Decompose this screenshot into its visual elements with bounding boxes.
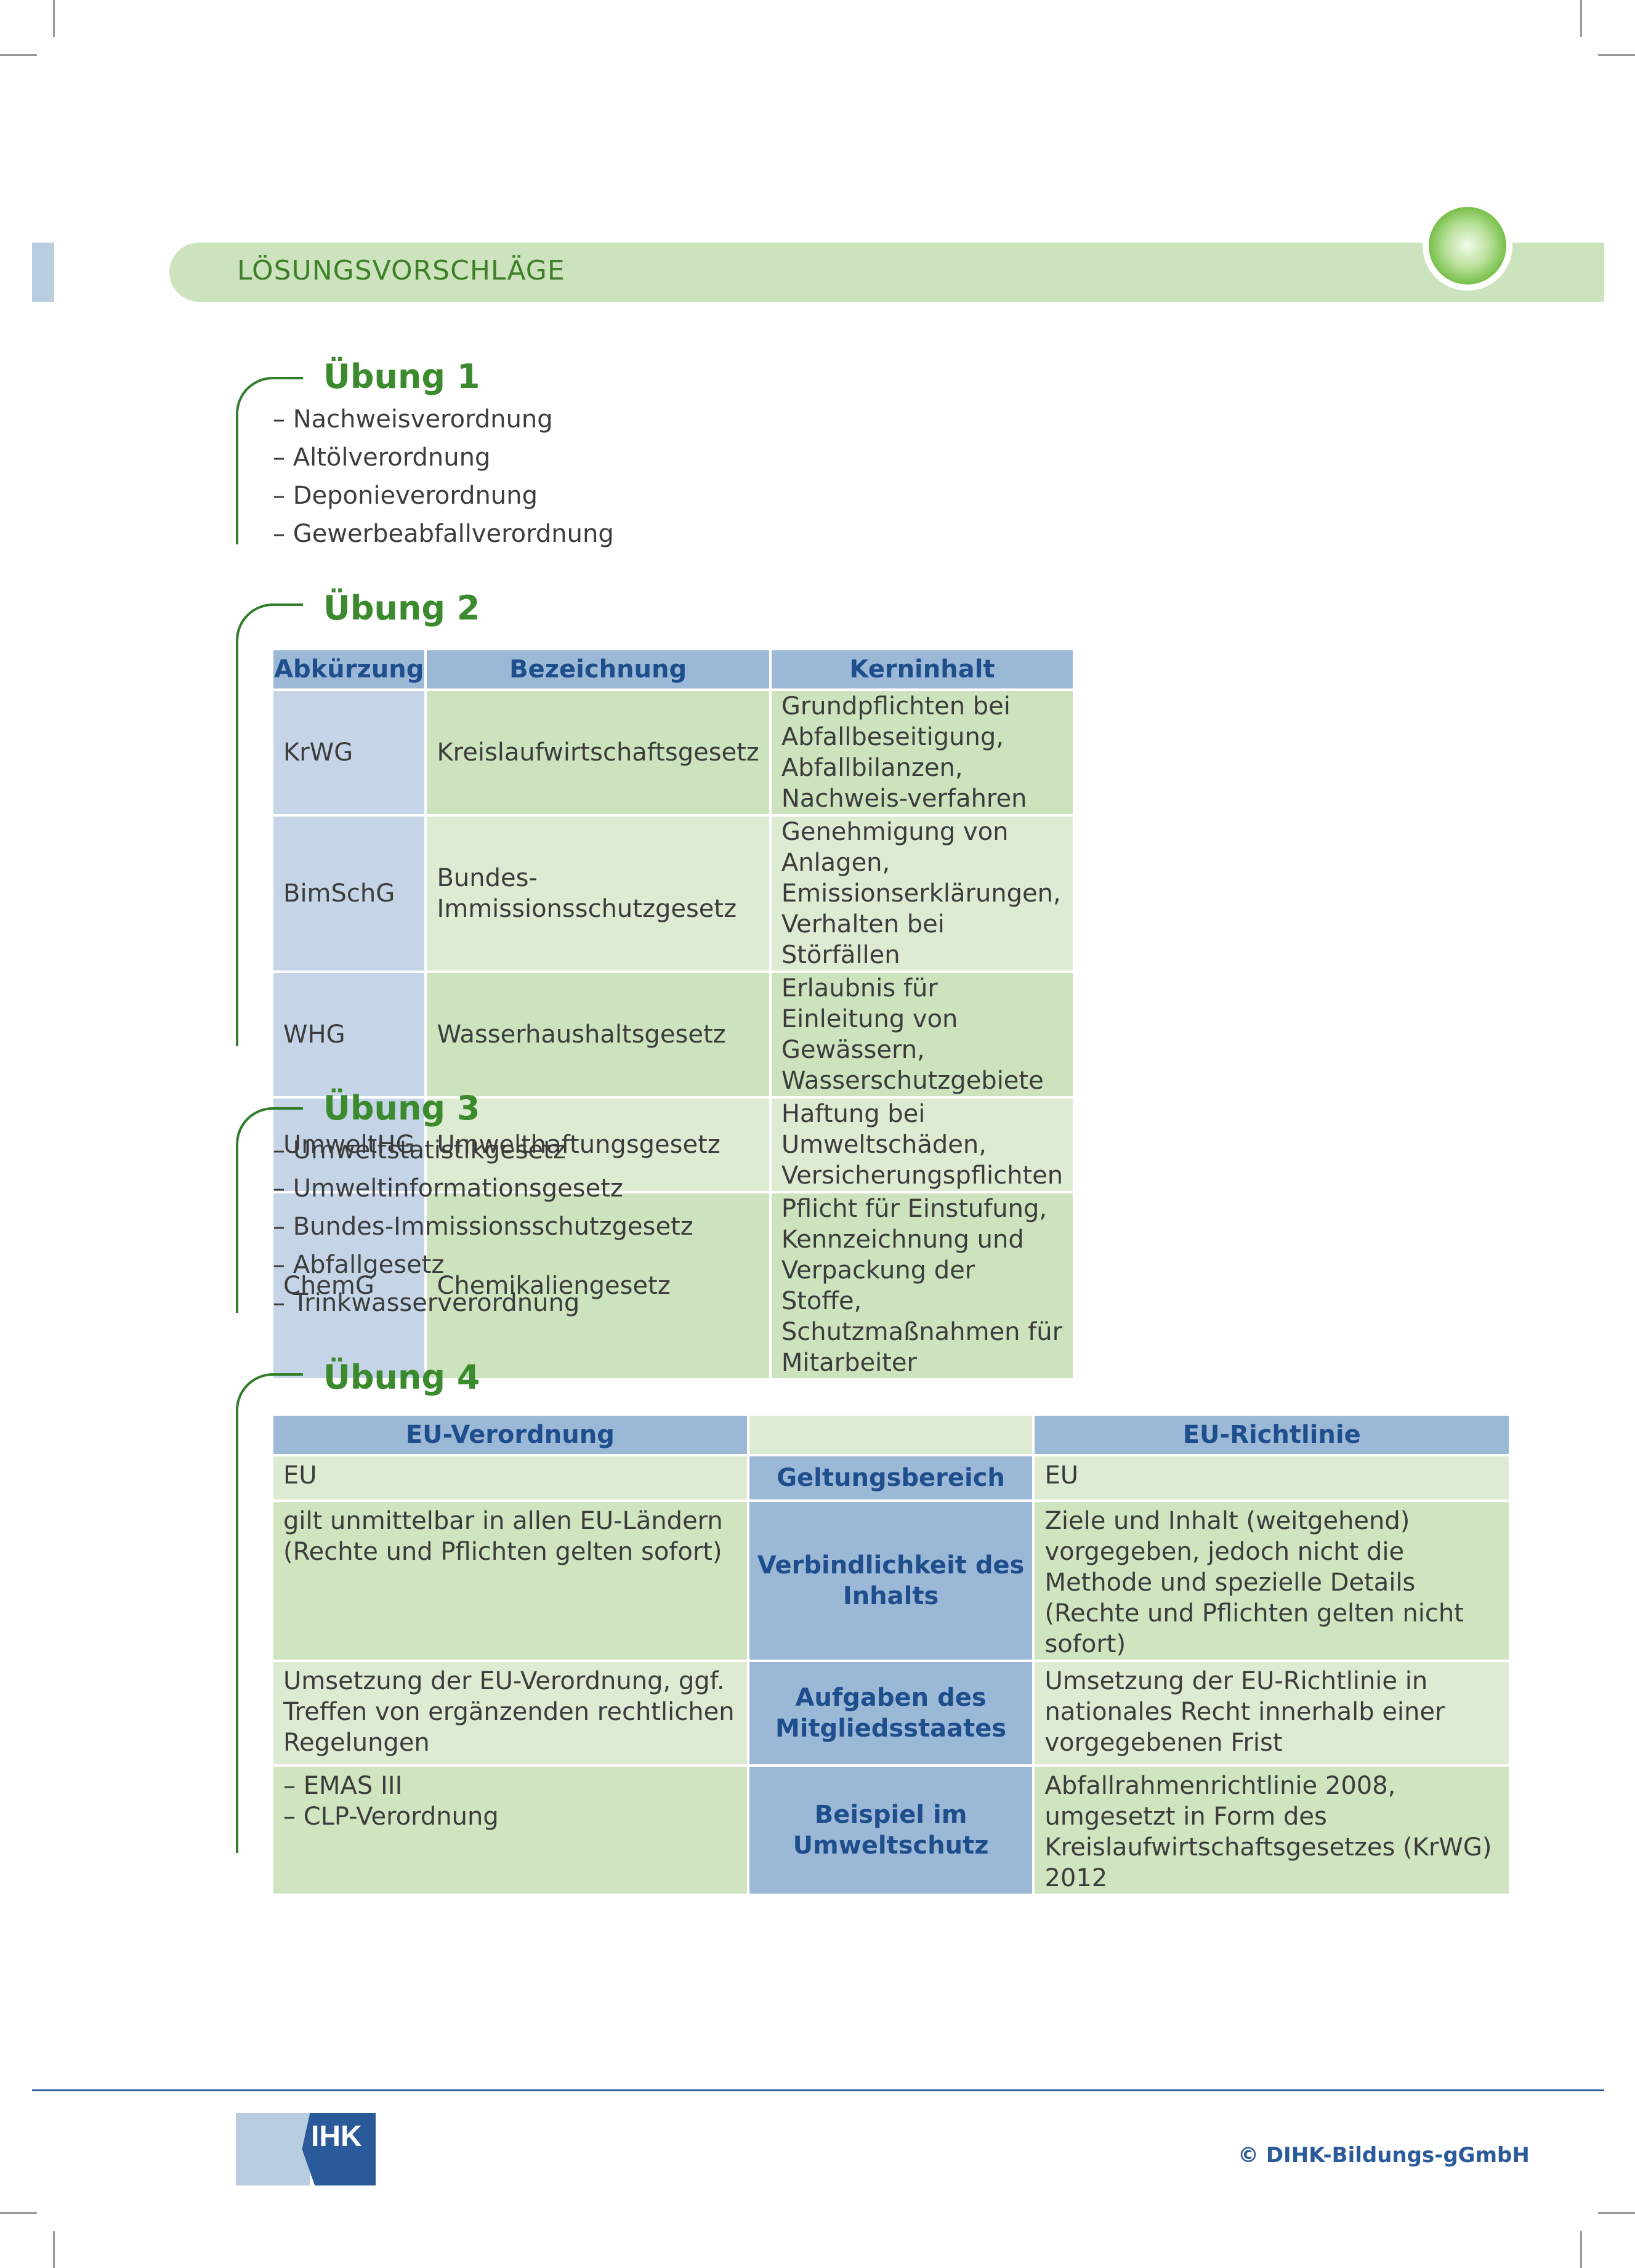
column-header: Abkürzung <box>273 650 425 688</box>
regulation-cell: – EMAS III – CLP-Verordnung <box>273 1767 747 1894</box>
table-row: – EMAS III – CLP-Verordnung Beispiel im … <box>273 1767 1509 1894</box>
name-cell: Bundes-Immissionsschutzgesetz <box>427 817 769 971</box>
directive-cell: EU <box>1035 1456 1509 1499</box>
regulation-cell: Umsetzung der EU-Verordnung, ggf. Treffe… <box>273 1662 747 1764</box>
name-cell: Chemikaliengesetz <box>427 1193 769 1378</box>
page-title: LÖSUNGSVORSCHLÄGE <box>237 255 565 286</box>
crop-mark <box>0 2212 37 2214</box>
list-item: – Umweltinformationsgesetz <box>273 1174 623 1203</box>
column-header: EU-Verordnung <box>273 1416 747 1454</box>
list-item: – Abfallgesetz <box>273 1251 445 1279</box>
name-cell: Wasserhaushaltsgesetz <box>427 973 769 1096</box>
directive-cell: Umsetzung der EU-Richtlinie in nationale… <box>1035 1662 1509 1764</box>
eu-comparison-table: EU-Verordnung EU-Richtlinie EU Geltungsb… <box>271 1413 1511 1896</box>
list-item: – Deponieverordnung <box>273 482 538 510</box>
content-cell: Grundpflichten bei Abfallbeseitigung, Ab… <box>771 691 1073 814</box>
list-item: – Bundes-Immissionsschutzgesetz <box>273 1213 693 1241</box>
content-cell: Haftung bei Umweltschäden, Versicherungs… <box>771 1099 1073 1191</box>
crop-mark <box>1580 0 1582 37</box>
section-title-uebung-1: Übung 1 <box>323 357 480 396</box>
criterion-cell: Verbindlichkeit des Inhalts <box>749 1502 1033 1660</box>
ihk-logo-mark <box>302 2113 376 2185</box>
crop-mark <box>1598 54 1635 56</box>
crop-mark <box>1598 2212 1635 2214</box>
regulation-cell: EU <box>273 1456 747 1499</box>
regulation-cell: gilt unmittelbar in allen EU-Ländern (Re… <box>273 1502 747 1660</box>
list-item: – Gewerbeabfallverordnung <box>273 520 614 548</box>
directive-cell: Ziele und Inhalt (weitgehend) vorgegeben… <box>1035 1502 1509 1660</box>
abbr-cell: WHG <box>273 973 425 1096</box>
content-cell: Genehmigung von Anlagen, Emissionserklär… <box>771 817 1073 971</box>
uebung-3-list: – Umweltstatistikgesetz – Umweltinformat… <box>273 1131 693 1322</box>
header-bar <box>169 243 1604 302</box>
name-cell: Umwelthaftungsgesetz <box>427 1099 769 1191</box>
table-row: gilt unmittelbar in allen EU-Ländern (Re… <box>273 1502 1509 1660</box>
criterion-cell: Aufgaben des Mitgliedsstaates <box>749 1662 1033 1764</box>
list-item: – Altölverordnung <box>273 443 491 472</box>
footer-divider <box>32 2089 1604 2091</box>
content-cell: Erlaubnis für Einleitung von Gewässern, … <box>771 973 1073 1096</box>
abbr-cell: BimSchG <box>273 817 425 971</box>
section-title-uebung-2: Übung 2 <box>323 589 480 628</box>
table-row: KrWG Kreislaufwirtschaftsgesetz Grundpfl… <box>273 691 1073 814</box>
table-row: Umsetzung der EU-Verordnung, ggf. Treffe… <box>273 1662 1509 1764</box>
table-header-row: Abkürzung Bezeichnung Kerninhalt <box>273 650 1073 688</box>
table-row: BimSchG Bundes-Immissionsschutzgesetz Ge… <box>273 817 1073 971</box>
content-cell: Pflicht für Einstufung, Kennzeichnung un… <box>771 1193 1073 1378</box>
table-row: EU Geltungsbereich EU <box>273 1456 1509 1499</box>
list-item: – Umweltstatistikgesetz <box>273 1136 566 1164</box>
crop-mark <box>53 2231 55 2268</box>
copyright-text: © DIHK-Bildungs-gGmbH <box>1238 2143 1530 2168</box>
green-ball-icon <box>1423 201 1512 291</box>
directive-cell: Abfallrahmenrichtlinie 2008, umgesetzt i… <box>1035 1767 1509 1894</box>
crop-mark <box>0 54 37 56</box>
crop-mark <box>1580 2231 1582 2268</box>
table-row: WHG Wasserhaushaltsgesetz Erlaubnis für … <box>273 973 1073 1096</box>
criterion-cell: Beispiel im Umweltschutz <box>749 1767 1033 1894</box>
side-tab <box>32 243 54 302</box>
criterion-cell: Geltungsbereich <box>749 1456 1033 1499</box>
list-item: – Trinkwasserverordnung <box>273 1289 580 1317</box>
column-header: Bezeichnung <box>427 650 769 688</box>
crop-mark <box>53 0 55 37</box>
list-item: – Nachweisverordnung <box>273 405 553 434</box>
section-title-uebung-3: Übung 3 <box>323 1089 480 1128</box>
column-header: EU-Richtlinie <box>1035 1416 1509 1454</box>
section-title-uebung-4: Übung 4 <box>323 1358 480 1397</box>
table-header-row: EU-Verordnung EU-Richtlinie <box>273 1416 1509 1454</box>
laws-table: Abkürzung Bezeichnung Kerninhalt KrWG Kr… <box>271 648 1075 1381</box>
section-bracket <box>236 1107 303 1313</box>
column-header <box>749 1416 1033 1454</box>
abbr-cell: KrWG <box>273 691 425 814</box>
section-bracket <box>236 377 303 544</box>
table-row: ChemG Chemikaliengesetz Pflicht für Eins… <box>273 1193 1073 1378</box>
name-cell: Kreislaufwirtschaftsgesetz <box>427 691 769 814</box>
uebung-1-list: – Nachweisverordnung – Altölverordnung –… <box>273 400 614 553</box>
ihk-logo <box>236 2113 310 2185</box>
ihk-logo-text: IHK <box>311 2120 362 2153</box>
section-bracket <box>236 603 303 1046</box>
column-header: Kerninhalt <box>771 650 1073 688</box>
section-bracket <box>236 1373 303 1853</box>
